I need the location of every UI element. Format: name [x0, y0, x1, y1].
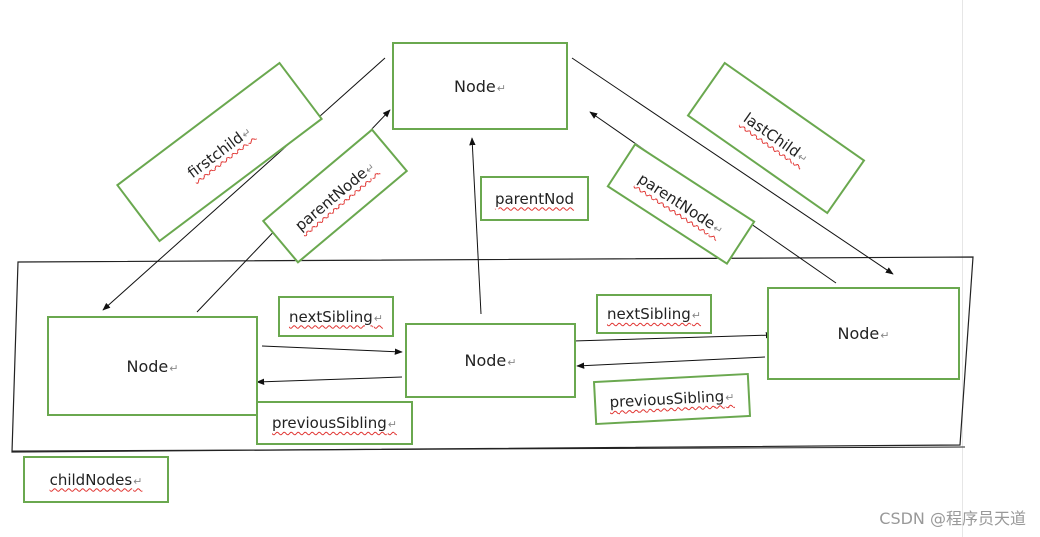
- arrow-lastchild: [571, 57, 894, 275]
- node-top-label: Node: [454, 77, 506, 96]
- label-lastchild-text: lastChild: [740, 109, 812, 167]
- node-right-label: Node: [838, 324, 890, 343]
- label-nextsibling-left: nextSibling: [278, 296, 394, 337]
- label-childnodes: childNodes: [23, 456, 169, 503]
- arrow-previoussibling-right: [576, 356, 766, 369]
- label-previoussibling-left: previousSibling: [256, 401, 413, 445]
- label-nextsibling-left-text: nextSibling: [289, 308, 383, 326]
- arrow-firstchild: [102, 57, 386, 311]
- label-previoussibling-left-text: previousSibling: [272, 414, 397, 432]
- label-previoussibling-right: previousSibling: [592, 372, 752, 426]
- node-middle: Node: [405, 323, 576, 398]
- label-previoussibling-right-text: previousSibling: [609, 387, 735, 411]
- label-firstchild-text: firstchild: [184, 122, 255, 181]
- node-middle-label: Node: [465, 351, 517, 370]
- label-nextsibling-right-text: nextSibling: [607, 305, 701, 323]
- container-bottom-line: [11, 446, 966, 452]
- arrow-parentnode-center: [469, 137, 482, 315]
- arrow-nextsibling-left: [261, 345, 403, 355]
- node-top: Node: [392, 42, 568, 130]
- node-left-label: Node: [127, 357, 179, 376]
- watermark-text: CSDN @程序员天道: [879, 509, 1026, 528]
- node-right: Node: [767, 287, 960, 380]
- arrow-nextsibling-right: [572, 332, 774, 342]
- label-nextsibling-right: nextSibling: [596, 294, 712, 334]
- node-left: Node: [47, 316, 258, 416]
- arrow-previoussibling-left: [256, 376, 403, 385]
- childnodes-container: [11, 256, 974, 453]
- page-edge-line: [962, 0, 963, 537]
- label-parentnod-center-text: parentNod: [494, 189, 575, 208]
- label-childnodes-text: childNodes: [50, 471, 143, 489]
- label-parentnod-center: parentNod: [480, 176, 589, 221]
